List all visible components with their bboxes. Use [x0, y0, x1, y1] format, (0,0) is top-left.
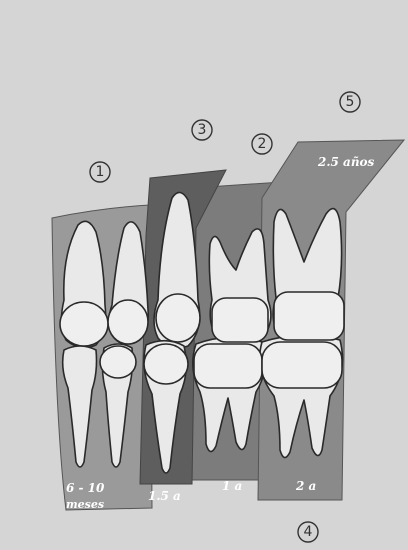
diagram-canvas: 6 - 10 meses 1.5 a 1 a 2 a 2.5 años 1 3 …	[0, 0, 408, 550]
dentition-diagram: 6 - 10 meses 1.5 a 1 a 2 a 2.5 años 1 3 …	[0, 0, 408, 550]
